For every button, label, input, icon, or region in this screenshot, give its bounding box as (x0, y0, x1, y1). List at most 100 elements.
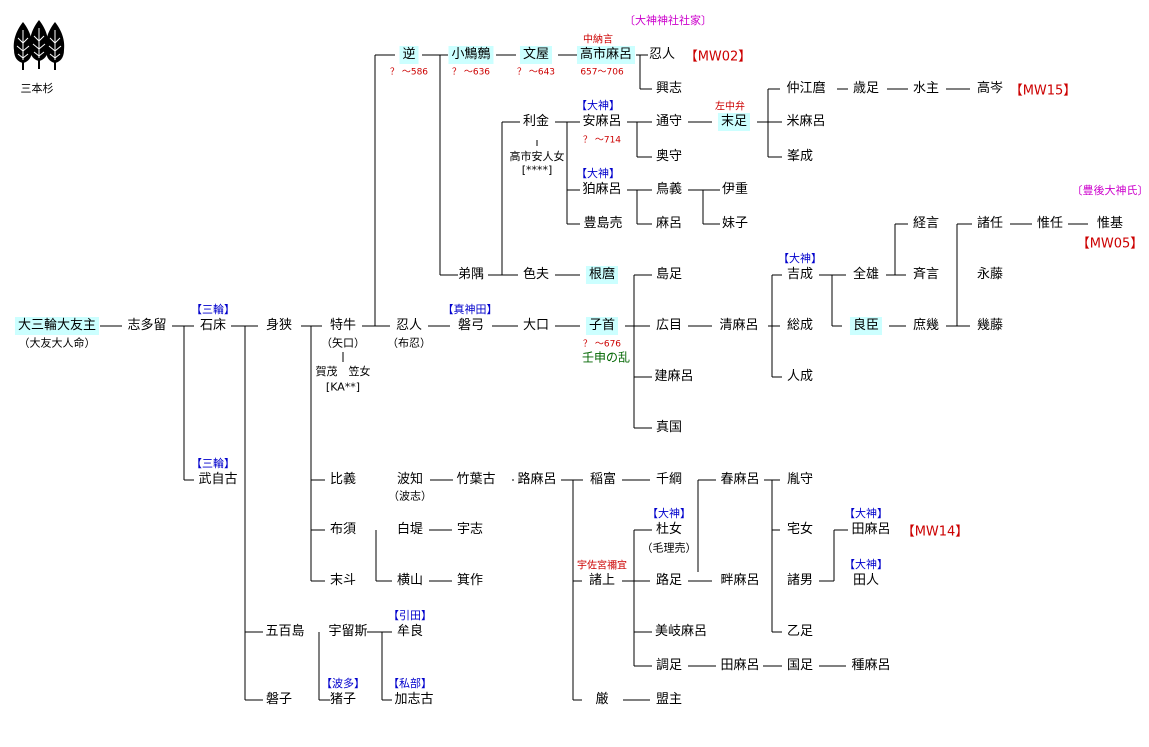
person-name: 路足 (655, 573, 683, 588)
person-name: 千綱 (655, 472, 683, 487)
reference-code: 【MW02】 (684, 49, 752, 65)
person-name: 大口 (522, 318, 550, 333)
clan-label: 【大神】 (647, 507, 691, 520)
clan-label: 【大神】 (844, 507, 888, 520)
clan-label: 【引田】 (388, 609, 432, 622)
clan-label: 【大神】 (576, 99, 620, 112)
person-name: 永藤 (976, 267, 1004, 282)
person-name: 杜女 (655, 522, 683, 537)
person-name: 妹子 (721, 216, 749, 231)
person-name: 竹葉古 (456, 472, 496, 487)
person-name: 諸上 (588, 573, 616, 588)
person-name: 峯成 (786, 149, 814, 164)
person-alias: （大友大人命） (18, 336, 96, 350)
person-name: 志多留 (127, 318, 167, 333)
person-name: 根麿 (585, 266, 619, 284)
office-title: 宇佐宮禰宜 (577, 560, 627, 572)
person-name: 盟主 (655, 692, 683, 707)
person-name: 利金 (522, 114, 550, 129)
office-title: 左中弁 (715, 101, 745, 113)
person-name: 宇志 (456, 522, 484, 537)
reference-code: 【MW15】 (1009, 83, 1077, 99)
person-name: 忍人 (395, 318, 423, 333)
person-name: 末足 (717, 113, 751, 131)
event-label: 壬申の乱 (581, 350, 631, 365)
person-name: 米麻呂 (786, 114, 826, 129)
clan-label: 【大神】 (576, 167, 620, 180)
person-name: 波知 (396, 472, 424, 487)
person-name: 宅女 (786, 522, 814, 537)
person-name: 狛麻呂 (582, 182, 622, 197)
person-name: 箕作 (456, 573, 484, 588)
person-alias: （布忍） (387, 336, 431, 350)
person-name: 惟基 (1096, 216, 1124, 231)
person-name: 広目 (655, 318, 683, 333)
person-name: 清麻呂 (719, 318, 759, 333)
person-name: 逆 (399, 46, 419, 64)
person-name: 総成 (786, 318, 814, 333)
person-name: 胤守 (786, 472, 814, 487)
life-dates: 657～706 (580, 67, 624, 78)
person-name: 武自古 (198, 472, 238, 487)
person-name: 水主 (912, 81, 940, 96)
person-name: 大三輪大友主 (14, 317, 100, 335)
life-dates: ？ ～714 (582, 135, 622, 146)
life-dates: ？ ～676 (582, 339, 622, 350)
person-name: 諸任 (976, 216, 1004, 231)
person-name: 畔麻呂 (720, 573, 760, 588)
clan-label: 【大神】 (778, 252, 822, 265)
life-dates: ？ ～636 (451, 67, 491, 78)
person-name: 通守 (655, 114, 683, 129)
person-name: 田人 (852, 573, 880, 588)
person-name: 仲江麿 (786, 81, 826, 96)
person-name: 高岑 (976, 81, 1004, 96)
person-name: 豊島売 (583, 216, 623, 231)
person-name: 路麻呂 (517, 472, 557, 487)
person-name: 横山 (396, 573, 424, 588)
person-name: 庶幾 (912, 318, 940, 333)
person-name: 比義 (329, 472, 357, 487)
person-name: 幾藤 (976, 318, 1004, 333)
person-name: 白堤 (396, 522, 424, 537)
spouse-name: 賀茂 笠女 (315, 365, 371, 378)
clan-label: 【真神田】 (442, 303, 498, 316)
person-name: 国足 (786, 658, 814, 673)
person-name: 全雄 (852, 267, 880, 282)
person-name: 猪子 (329, 692, 357, 707)
person-name: 厳 (595, 692, 609, 707)
person-name: 色夫 (522, 267, 550, 282)
person-name: 興志 (655, 81, 683, 96)
person-name: 伊重 (721, 182, 749, 197)
person-name: 種麻呂 (851, 658, 891, 673)
person-alias: （矢口） (321, 336, 365, 350)
person-name: 麻呂 (655, 216, 683, 231)
person-name: 牟良 (396, 624, 424, 639)
person-name: 特牛 (329, 318, 357, 333)
house-label: 〔大神神社社家〕 (624, 14, 712, 27)
person-name: 諸男 (786, 573, 814, 588)
person-name: 五百島 (265, 624, 305, 639)
clan-label: 【大神】 (844, 558, 888, 571)
person-name: 春麻呂 (720, 472, 760, 487)
person-name: 石床 (199, 318, 227, 333)
spouse-code: [****] (521, 163, 553, 177)
person-name: 安麻呂 (582, 114, 622, 129)
person-name: 加志古 (394, 692, 434, 707)
person-name: 布須 (329, 522, 357, 537)
person-name: 惟任 (1036, 216, 1064, 231)
life-dates: ？ ～643 (516, 67, 556, 78)
person-name: 宇留斯 (328, 624, 368, 639)
person-name: 忍人 (648, 47, 676, 62)
person-name: 磐子 (265, 692, 293, 707)
person-name: 歳足 (852, 81, 880, 96)
person-name: 鳥義 (655, 182, 683, 197)
life-dates: ？ ～586 (389, 67, 429, 78)
clan-label: 【三輪】 (191, 303, 235, 316)
person-name: 文屋 (519, 46, 553, 64)
person-name: 小鷦鷯 (448, 46, 494, 64)
person-name: 末斗 (329, 573, 357, 588)
spouse-name: 高市安人女 (509, 150, 565, 163)
person-name: 高市麻呂 (576, 46, 636, 64)
